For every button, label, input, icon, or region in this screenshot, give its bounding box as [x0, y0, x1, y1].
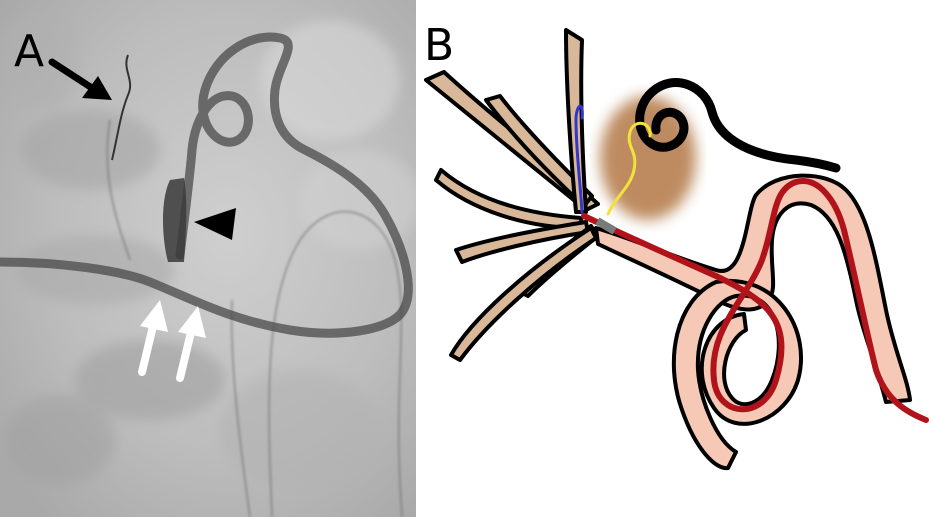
- fluoroscopy-image: [0, 0, 416, 517]
- panel-b-illustration: B: [416, 0, 929, 517]
- urinary-schematic: [416, 0, 929, 517]
- renal-pelvis-branches: [426, 30, 598, 360]
- stent-shadow: [163, 178, 186, 262]
- panel-b-label: B: [424, 24, 454, 68]
- panel-a-label: A: [14, 30, 44, 74]
- panel-a-fluoroscopy: A: [0, 0, 416, 517]
